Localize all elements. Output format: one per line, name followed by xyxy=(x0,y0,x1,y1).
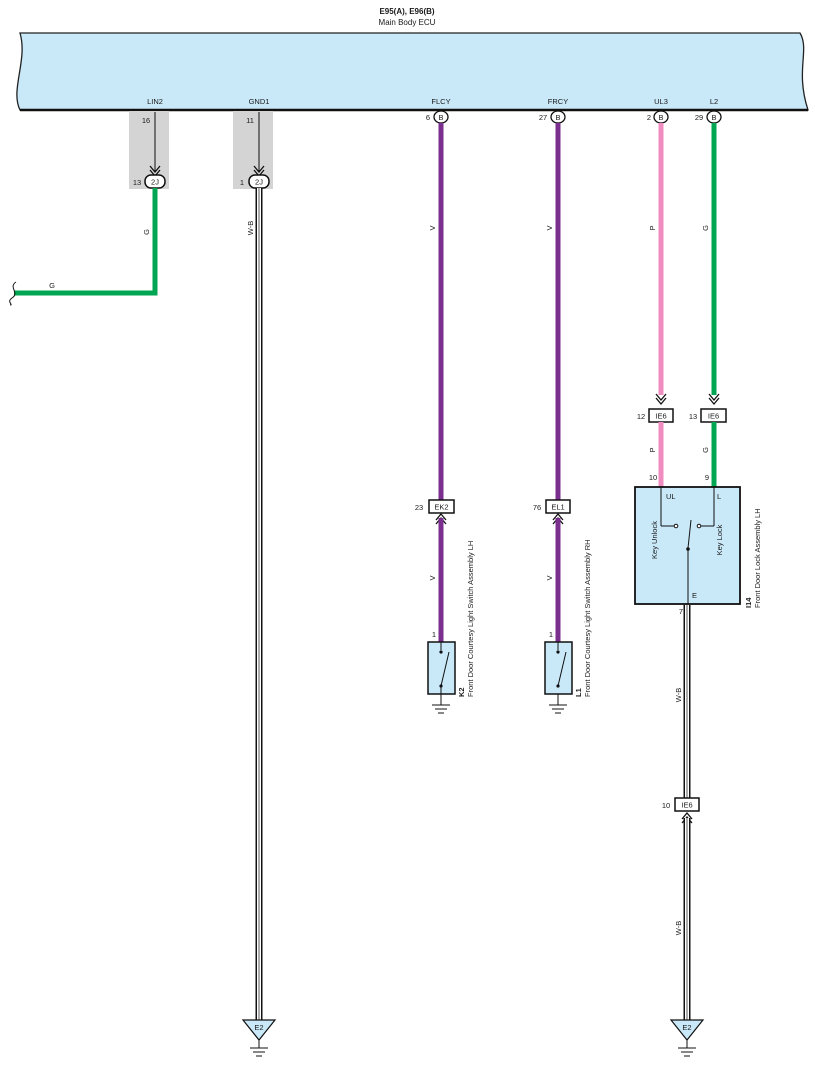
svg-text:27: 27 xyxy=(539,113,547,122)
svg-text:EK2: EK2 xyxy=(434,503,448,512)
component-id-l1: L1 xyxy=(574,688,583,697)
svg-text:E: E xyxy=(692,591,697,600)
svg-text:23: 23 xyxy=(415,503,423,512)
ground-e2-right: E2 xyxy=(669,1019,705,1057)
connector-ie6-ground xyxy=(674,797,700,812)
svg-text:G: G xyxy=(701,447,710,453)
svg-text:V: V xyxy=(428,575,437,580)
pin-name-ul3: UL3 xyxy=(654,97,668,106)
svg-text:13: 13 xyxy=(133,178,141,187)
svg-text:V: V xyxy=(545,575,554,580)
pin-name-lin2: LIN2 xyxy=(147,97,163,106)
svg-text:7: 7 xyxy=(679,607,683,616)
svg-text:B: B xyxy=(438,113,443,122)
connector-ek2 xyxy=(428,499,455,514)
svg-text:IE6: IE6 xyxy=(681,801,692,810)
main-body-ecu xyxy=(16,32,809,111)
wire-break-icon xyxy=(9,281,17,306)
switch-l1 xyxy=(544,641,573,714)
svg-text:16: 16 xyxy=(142,116,150,125)
pin-name-frcy: FRCY xyxy=(548,97,568,106)
ground-e2-left: E2 xyxy=(241,1019,277,1057)
svg-text:2: 2 xyxy=(647,113,651,122)
wire-wb-gnd1 xyxy=(255,188,263,1020)
pin-name-gnd1: GND1 xyxy=(249,97,270,106)
wire-g-lin2 xyxy=(14,188,158,296)
svg-text:P: P xyxy=(648,225,657,230)
switch-k2 xyxy=(427,641,456,714)
svg-text:G: G xyxy=(701,225,710,231)
wire-wb-ground xyxy=(683,818,691,1020)
svg-text:IE6: IE6 xyxy=(708,412,719,421)
svg-text:B: B xyxy=(555,113,560,122)
svg-text:W-B: W-B xyxy=(246,221,255,235)
door-lock-assembly-i14 xyxy=(634,486,741,605)
svg-text:V: V xyxy=(428,225,437,230)
ecu-subtitle: Main Body ECU xyxy=(379,18,436,27)
svg-text:G: G xyxy=(49,281,55,290)
svg-text:W-B: W-B xyxy=(674,921,683,935)
component-id-k2: K2 xyxy=(457,687,466,697)
svg-text:29: 29 xyxy=(695,113,703,122)
svg-text:B: B xyxy=(711,113,716,122)
component-id-i14: I14 xyxy=(744,597,753,608)
svg-text:11: 11 xyxy=(246,116,254,125)
pin-name-flcy: FLCY xyxy=(431,97,450,106)
svg-text:E2: E2 xyxy=(254,1023,263,1032)
svg-text:10: 10 xyxy=(649,473,657,482)
svg-text:6: 6 xyxy=(426,113,430,122)
svg-text:P: P xyxy=(648,447,657,452)
component-name-k2: Front Door Courtesy Light Switch Assembl… xyxy=(466,541,475,697)
svg-text:W-B: W-B xyxy=(674,688,683,702)
wire-wb-i14 xyxy=(683,605,691,798)
ecu-title: E95(A), E96(B) xyxy=(379,7,434,16)
component-name-l1: Front Door Courtesy Light Switch Assembl… xyxy=(583,539,592,697)
label-key-lock: Key Lock xyxy=(715,524,724,555)
svg-text:1: 1 xyxy=(240,178,244,187)
svg-text:IE6: IE6 xyxy=(655,412,666,421)
svg-text:10: 10 xyxy=(662,801,670,810)
svg-text:2J: 2J xyxy=(151,178,159,187)
svg-text:76: 76 xyxy=(533,503,541,512)
svg-text:9: 9 xyxy=(705,473,709,482)
svg-text:EL1: EL1 xyxy=(551,503,564,512)
svg-text:E2: E2 xyxy=(682,1023,691,1032)
svg-text:L: L xyxy=(717,492,721,501)
component-name-i14: Front Door Lock Assembly LH xyxy=(753,508,762,608)
svg-text:UL: UL xyxy=(666,492,676,501)
svg-text:B: B xyxy=(658,113,663,122)
svg-text:V: V xyxy=(545,225,554,230)
label-key-unlock: Key Unlock xyxy=(650,521,659,559)
svg-text:1: 1 xyxy=(432,630,436,639)
pin-name-l2: L2 xyxy=(710,97,718,106)
svg-text:G: G xyxy=(142,229,151,235)
svg-text:2J: 2J xyxy=(255,178,263,187)
svg-text:1: 1 xyxy=(549,630,553,639)
svg-text:13: 13 xyxy=(689,412,697,421)
svg-text:12: 12 xyxy=(637,412,645,421)
